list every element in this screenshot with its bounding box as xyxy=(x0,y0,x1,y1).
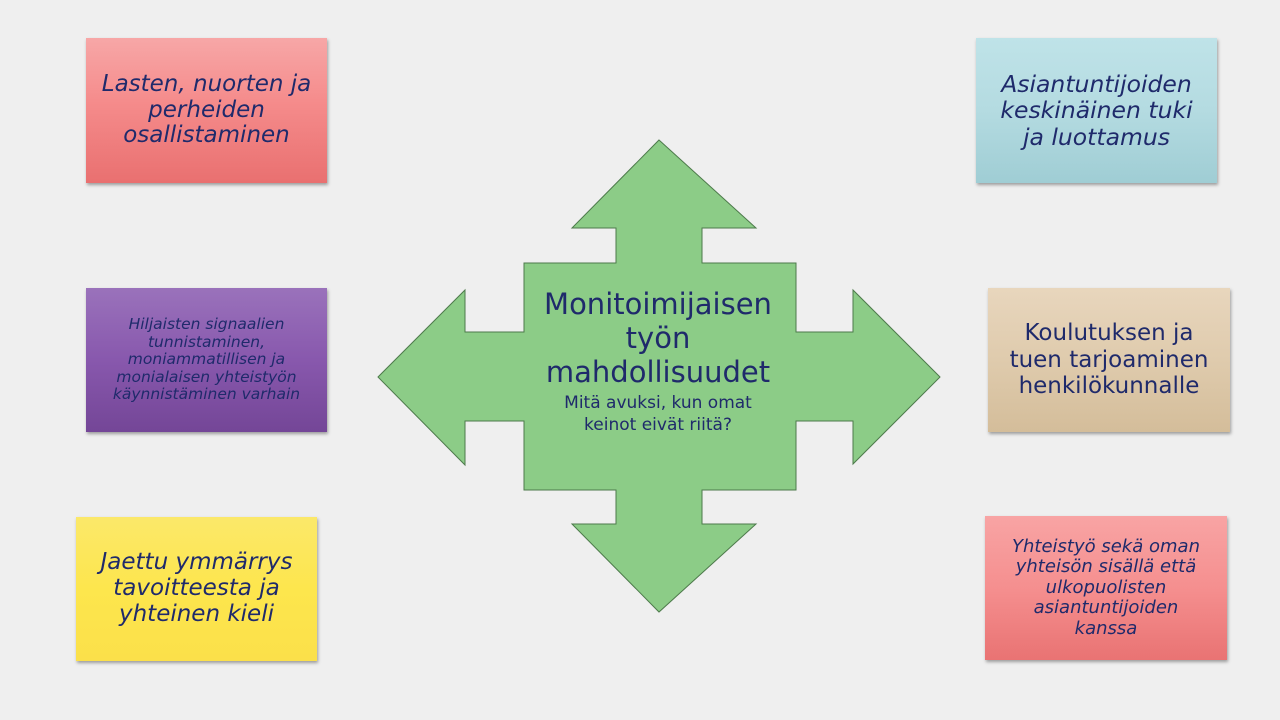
box-line: Asiantuntijoiden xyxy=(1001,70,1192,99)
box-line: ja luottamus xyxy=(1022,122,1171,151)
box-line: yhteisön sisällä että xyxy=(1015,556,1197,578)
box-line: Lasten, nuorten ja xyxy=(101,70,312,97)
box-line: tavoitteesta ja xyxy=(113,575,280,602)
box-staff-training: Koulutuksen ja tuen tarjoaminen henkilök… xyxy=(988,288,1230,432)
box-line: osallistaminen xyxy=(123,122,290,149)
box-shared-understanding: Jaettu ymmärrys tavoitteesta ja yhteinen… xyxy=(76,517,317,661)
box-cooperation: Yhteistyö sekä oman yhteisön sisällä ett… xyxy=(985,516,1227,660)
box-line: Jaettu ymmärrys xyxy=(100,549,293,576)
box-line: tunnistaminen, xyxy=(147,332,265,351)
box-line: perheiden xyxy=(148,96,265,123)
box-expert-support: Asiantuntijoiden keskinäinen tuki ja luo… xyxy=(976,38,1217,183)
center-subtitle: Mitä avuksi, kun omat keinot eivät riitä… xyxy=(524,392,792,436)
box-early-signals: Hiljaisten signaalien tunnistaminen, mon… xyxy=(86,288,327,432)
box-line: keskinäinen tuki xyxy=(1000,96,1193,125)
center-title-line: mahdollisuudet xyxy=(545,354,771,389)
box-line: asiantuntijoiden xyxy=(1033,597,1179,619)
box-participation: Lasten, nuorten ja perheiden osallistami… xyxy=(86,38,327,183)
box-line: henkilökunnalle xyxy=(1018,373,1200,400)
center-label: Monitoimijaisen työn mahdollisuudet Mitä… xyxy=(524,287,792,436)
box-line: Hiljaisten signaalien xyxy=(128,314,285,333)
center-title-line: Monitoimijaisen xyxy=(544,287,772,321)
box-line: käynnistäminen varhain xyxy=(112,385,301,404)
center-subtitle-line: Mitä avuksi, kun omat xyxy=(564,392,752,413)
center-title-line: työn xyxy=(625,320,691,355)
box-line: Koulutuksen ja xyxy=(1024,319,1194,346)
center-title: Monitoimijaisen työn mahdollisuudet xyxy=(524,287,792,390)
box-line: tuen tarjoaminen xyxy=(1009,346,1209,373)
box-line: moniammatillisen ja xyxy=(127,350,286,369)
box-line: yhteinen kieli xyxy=(118,600,274,627)
box-line: Yhteistyö sekä oman xyxy=(1012,535,1200,557)
four-way-arrow-polygon xyxy=(377,139,941,613)
box-line: ulkopuolisten xyxy=(1045,576,1167,598)
center-subtitle-line: keinot eivät riitä? xyxy=(584,414,732,435)
box-line: kanssa xyxy=(1074,617,1138,639)
box-line: monialaisen yhteistyön xyxy=(116,367,297,386)
